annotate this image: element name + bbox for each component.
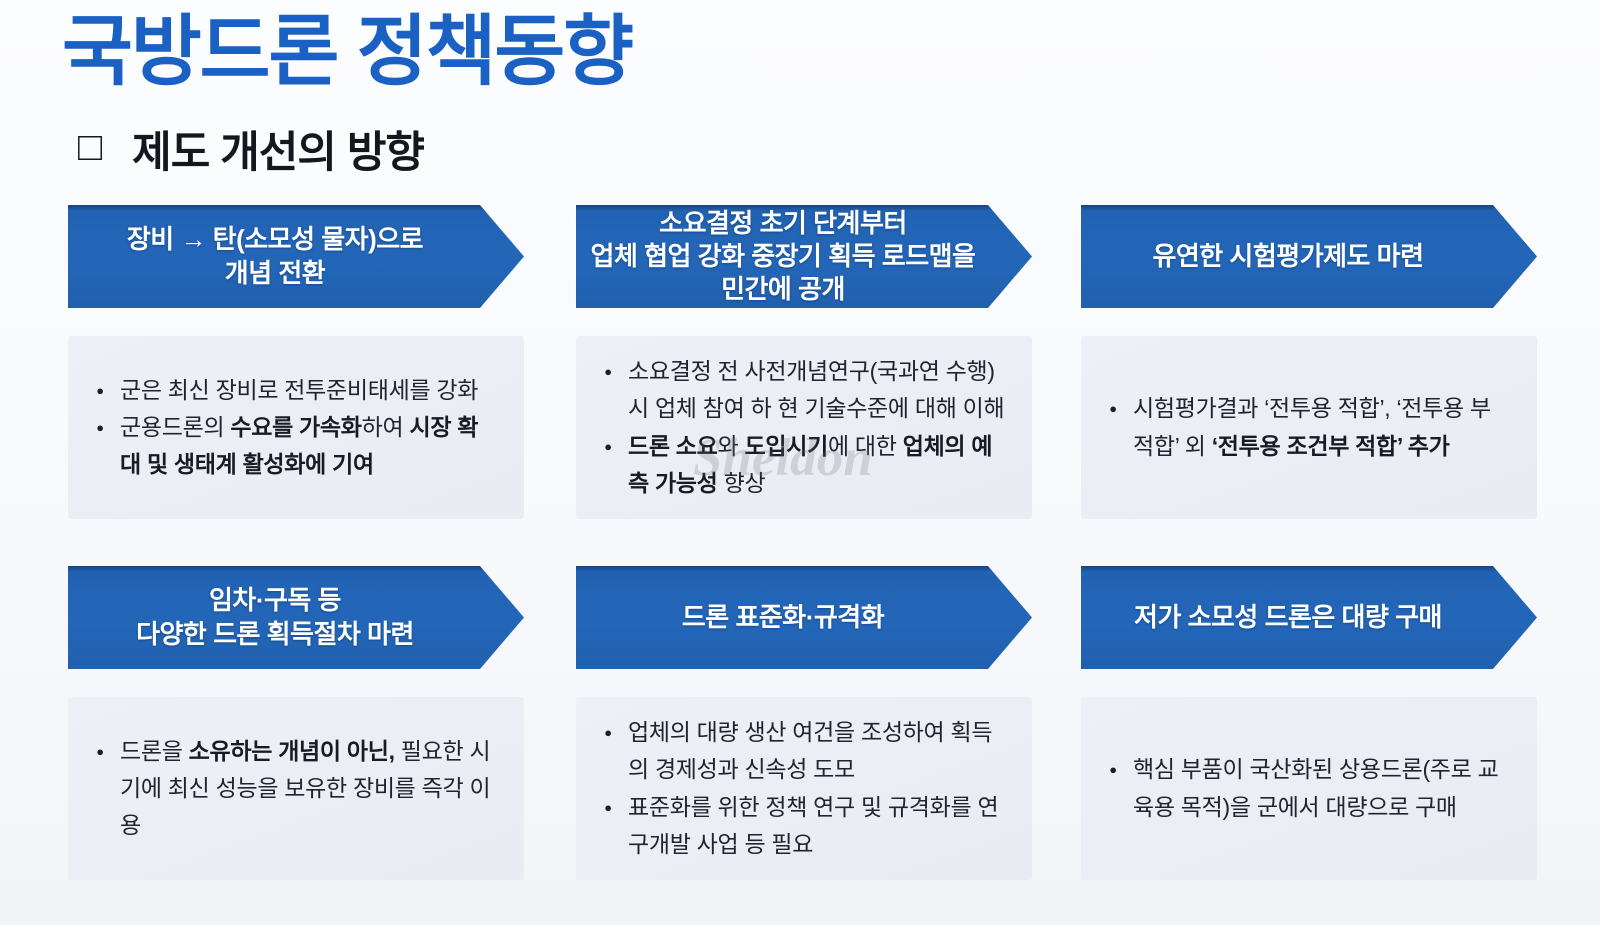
content-box-flexible-test-eval: ● 시험평가결과 ‘전투용 적합’, ‘전투용 부적합’ 외 ‘전투용 조건부 적… [1081,336,1537,519]
arrow-banner-standardization: 드론 표준화·규격화 [576,566,1032,669]
bullet-item: ● 시험평가결과 ‘전투용 적합’, ‘전투용 부적합’ 외 ‘전투용 조건부 적… [1093,390,1511,465]
bullet-dot-icon: ● [1109,762,1117,778]
banner-line: 개념 전환 [224,257,326,288]
banner-line: 유연한 시험평가제도 마련 [1152,240,1424,271]
bullet-item: ● 표준화를 위한 정책 연구 및 규격화를 연구개발 사업 등 필요 [588,789,1006,864]
banner-line: 드론 표준화·규격화 [681,601,885,632]
bullet-dot-icon: ● [96,419,104,435]
bullet-text: 시험평가결과 ‘전투용 적합’, ‘전투용 부적합’ 외 ‘전투용 조건부 적합… [1133,395,1491,459]
content-box-concept-shift: ● 군은 최신 장비로 전투준비태세를 강화 ● 군용드론의 수요를 가속화하여 시장… [68,336,524,519]
bullet-item: ● 드론을 소유하는 개념이 아닌, 필요한 시기에 최신 성능을 보유한 장비를… [80,733,498,845]
bullet-dot-icon: ● [604,438,612,454]
bullet-text: 업체의 대량 생산 여건을 조성하여 획득의 경제성과 신속성 도모 [628,719,993,783]
arrow-banner-bulk-purchase: 저가 소모성 드론은 대량 구매 [1081,566,1537,669]
bullet-dot-icon: ● [96,382,104,398]
bullet-text: 소요결정 전 사전개념연구(국과연 수행) 시 업체 참여 하 현 기술수준에 … [628,358,1005,422]
square-bullet-icon: □ [78,125,103,169]
bullet-item: ● 드론 소요와 도입시기에 대한 업체의 예측 가능성 향상 [588,428,1006,503]
content-box-bulk-purchase: ● 핵심 부품이 국산화된 상용드론(주로 교육용 목적)을 군에서 대량으로 구… [1081,697,1537,880]
arrow-banner-flexible-test-eval: 유연한 시험평가제도 마련 [1081,205,1537,308]
bullet-dot-icon: ● [1109,401,1117,417]
bullet-item: ● 핵심 부품이 국산화된 상용드론(주로 교육용 목적)을 군에서 대량으로 구… [1093,751,1511,826]
banner-line: 민간에 공개 [721,274,845,305]
banner-line: 다양한 드론 획득절차 마련 [136,618,414,649]
bullet-dot-icon: ● [96,743,104,759]
card-standardization: 드론 표준화·규격화 ● 업체의 대량 생산 여건을 조성하여 획득의 경제성과 신… [576,566,1032,880]
bullet-item: ● 군용드론의 수요를 가속화하여 시장 확대 및 생태계 활성화에 기여 [80,409,498,484]
content-box-lease-subscription: ● 드론을 소유하는 개념이 아닌, 필요한 시기에 최신 성능을 보유한 장비를… [68,697,524,880]
bullet-dot-icon: ● [604,364,612,379]
banner-line: 임차·구독 등 [209,585,341,616]
banner-line: 저가 소모성 드론은 대량 구매 [1134,601,1442,632]
bullet-text: 핵심 부품이 국산화된 상용드론(주로 교육용 목적)을 군에서 대량으로 구매 [1133,756,1499,820]
bullet-text: 군은 최신 장비로 전투준비태세를 강화 [120,376,479,403]
section-heading: □ 제도 개선의 방향 [78,118,425,180]
card-bulk-purchase: 저가 소모성 드론은 대량 구매 ● 핵심 부품이 국산화된 상용드론(주로 교육용… [1081,566,1537,880]
bullet-dot-icon: ● [604,799,612,815]
bullet-dot-icon: ● [604,725,612,740]
bullet-item: ● 소요결정 전 사전개념연구(국과연 수행) 시 업체 참여 하 현 기술수준에… [588,353,1006,428]
card-flexible-test-eval: 유연한 시험평가제도 마련 ● 시험평가결과 ‘전투용 적합’, ‘전투용 부적합’… [1081,205,1537,519]
content-box-early-industry-collab: ● 소요결정 전 사전개념연구(국과연 수행) 시 업체 참여 하 현 기술수준에… [576,336,1032,519]
banner-line: 업체 협업 강화 중장기 획득 로드맵을 [590,240,976,271]
banner-line: 소요결정 초기 단계부터 [659,207,907,238]
bullet-text: 드론 소요와 도입시기에 대한 업체의 예측 가능성 향상 [628,432,993,496]
bullet-item: ● 군은 최신 장비로 전투준비태세를 강화 [80,372,498,409]
bullet-text: 표준화를 위한 정책 연구 및 규격화를 연구개발 사업 등 필요 [628,793,999,857]
bullet-item: ● 업체의 대량 생산 여건을 조성하여 획득의 경제성과 신속성 도모 [588,714,1006,789]
bullet-text: 드론을 소유하는 개념이 아닌, 필요한 시기에 최신 성능을 보유한 장비를 … [120,737,491,839]
section-heading-text: 제도 개선의 방향 [132,129,425,177]
content-box-standardization: ● 업체의 대량 생산 여건을 조성하여 획득의 경제성과 신속성 도모 ● 표준화를… [576,697,1032,880]
page-title: 국방드론 정책동향 [62,9,634,95]
banner-line: 장비 → 탄(소모성 물자)으로 [126,224,424,255]
bullet-text: 군용드론의 수요를 가속화하여 시장 확대 및 생태계 활성화에 기여 [120,413,479,478]
